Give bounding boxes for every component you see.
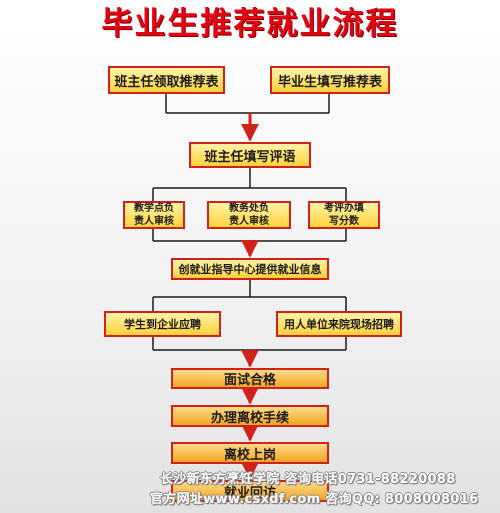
step-center-job-info: 创就业指导中心提供就业信息 <box>171 258 329 280</box>
page-title: 毕业生推荐就业流程 <box>101 6 399 42</box>
watermark-line-1: 长沙新东方烹饪学院 咨询电话0731-88220088 <box>160 472 456 487</box>
step-academic-office-review-text: 教务处负 责人审核 <box>229 203 269 227</box>
step-evaluation-office-score-text: 考评办填 写分数 <box>324 203 364 227</box>
step-evaluation-office-score: 考评办填 写分数 <box>308 201 380 229</box>
step-teacher-get-form: 班主任领取推荐表 <box>108 66 225 94</box>
step-follow-up: 就业回访 <box>171 480 329 502</box>
step-teacher-comment: 班主任填写评语 <box>189 142 311 168</box>
watermark-line-2: 官方网址www.csxdf.com 咨询QQ: 8008008016 <box>150 492 479 507</box>
step-teaching-point-review-text: 教学点负 责人审核 <box>134 203 174 227</box>
step-teaching-point-review: 教学点负 责人审核 <box>123 201 185 229</box>
step-student-fill-form: 毕业生填写推荐表 <box>270 66 390 94</box>
step-interview-pass: 面试合格 <box>171 368 329 389</box>
step-academic-office-review: 教务处负 责人审核 <box>207 201 291 229</box>
step-student-apply: 学生到企业应聘 <box>104 311 221 337</box>
step-employer-recruit: 用人单位来院现场招聘 <box>276 311 402 337</box>
step-start-job: 离校上岗 <box>171 442 329 464</box>
step-leave-procedures: 办理离校手续 <box>171 405 329 427</box>
